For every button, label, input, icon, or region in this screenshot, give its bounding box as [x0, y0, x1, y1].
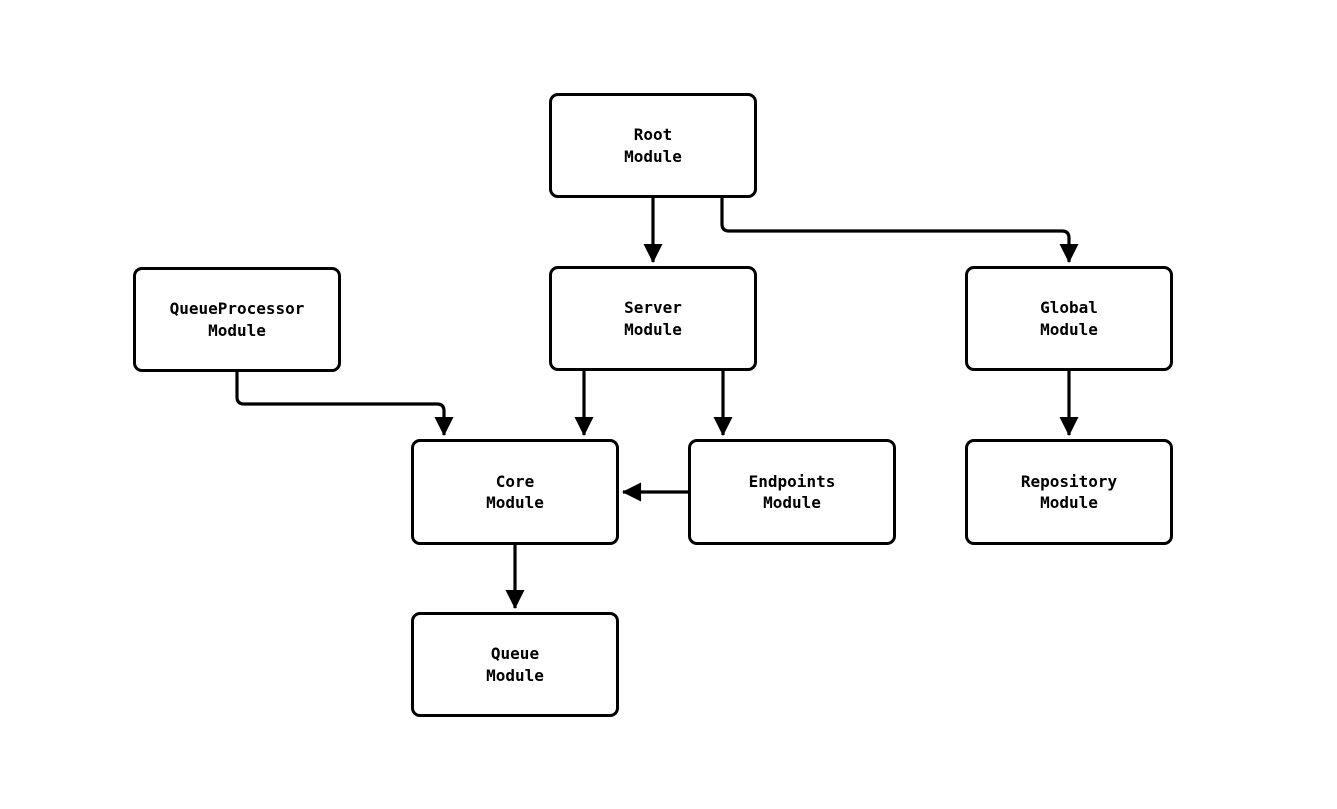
node-label: Repository Module — [1020, 471, 1118, 513]
node-label: Root Module — [624, 125, 682, 166]
node-queueprocessor-module: QueueProcessor Module — [133, 267, 341, 372]
node-root-module: Root Module — [549, 93, 757, 198]
edge-queueprocessor-to-core — [235, 372, 454, 436]
node-label: QueueProcessor Module — [169, 299, 305, 340]
node-core-module: Core Module — [411, 439, 619, 545]
node-label: Global Module — [1040, 298, 1098, 339]
node-repository-module: Repository Module — [965, 439, 1173, 545]
node-label: Queue Module — [486, 644, 544, 685]
node-server-module: Server Module — [549, 266, 757, 371]
node-queue-module: Queue Module — [411, 612, 619, 717]
node-label: Endpoints Module — [748, 471, 836, 513]
node-label: Server Module — [624, 298, 682, 339]
node-endpoints-module: Endpoints Module — [688, 439, 896, 545]
edge-root-to-global — [720, 198, 1079, 263]
node-global-module: Global Module — [965, 266, 1173, 371]
node-label: Core Module — [486, 471, 544, 513]
